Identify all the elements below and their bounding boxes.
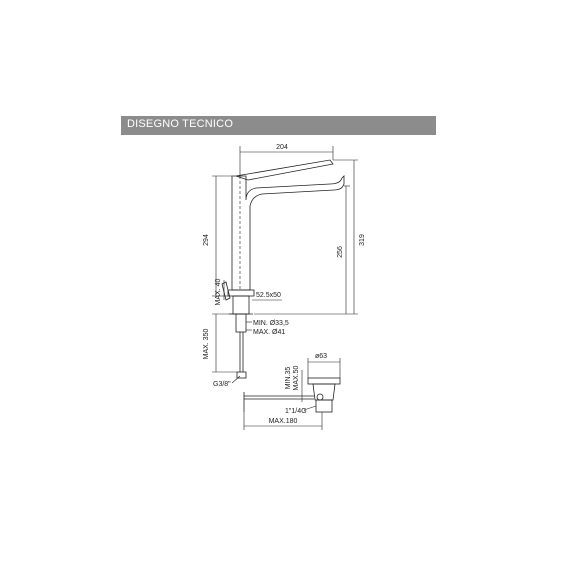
label-drain-diameter: ø63: [315, 353, 327, 360]
label-max180: MAX.180: [269, 418, 298, 425]
mounting-nut: [235, 313, 247, 333]
label-256: 256: [337, 246, 344, 258]
section-header: DISEGNO TECNICO: [121, 116, 436, 135]
label-hole-max: MAX. Ø41: [253, 329, 285, 336]
section-title: DISEGNO TECNICO: [127, 118, 234, 130]
label-319: 319: [359, 234, 366, 246]
label-294: 294: [203, 234, 210, 246]
faucet-base: [227, 289, 255, 297]
drain-pivot: [316, 393, 324, 401]
label-204: 204: [276, 144, 288, 151]
label-drain-thread: 1"1/4G: [285, 408, 307, 415]
label-base-size: 52.5x50: [256, 292, 281, 299]
mounting-shank: [232, 295, 250, 315]
label-drain-max: MAX.50: [293, 365, 300, 390]
label-drain-min: MIN.35: [285, 367, 292, 390]
label-hole-min: MIN. Ø33,5: [253, 320, 289, 327]
drain-flange: [307, 377, 341, 385]
label-thread: G3/8": [213, 381, 231, 388]
drain-tail: [315, 399, 333, 413]
hose-fitting: [236, 371, 247, 379]
drain-body: [312, 383, 336, 401]
label-max350: MAX. 350: [203, 329, 210, 360]
faucet-body: [231, 175, 345, 291]
handle-lever: [235, 159, 334, 181]
label-max40: MAX. 40: [215, 278, 222, 305]
side-handle: [221, 281, 231, 301]
